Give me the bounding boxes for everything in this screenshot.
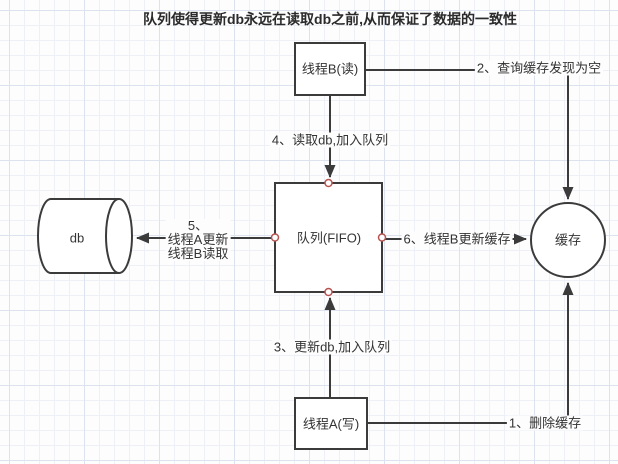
connection-point-left[interactable]: [270, 233, 280, 242]
edge-4-label[interactable]: 4、读取db,加入队列: [269, 132, 391, 148]
connection-point-top[interactable]: [324, 178, 333, 188]
edge-1-label[interactable]: 1、删除缓存: [506, 415, 584, 431]
node-thread-b-label: 线程B(读): [301, 61, 359, 77]
edge-5-label-line2: 线程A更新: [167, 232, 229, 247]
edge-6-label[interactable]: 6、线程B更新缓存: [401, 231, 513, 247]
node-thread-a[interactable]: [294, 397, 368, 450]
edge-2-thread-b-to-cache[interactable]: [365, 69, 574, 200]
node-queue-label: 队列(FIFO): [296, 230, 362, 246]
node-cache[interactable]: [530, 202, 606, 278]
connection-point-right[interactable]: [377, 233, 387, 242]
connection-point-bottom[interactable]: [324, 287, 333, 297]
edge-5-label-line3: 线程B读取: [167, 246, 229, 261]
edge-3-label[interactable]: 3、更新db,加入队列: [271, 339, 393, 355]
node-db-label: db: [69, 230, 85, 246]
edge-5-label[interactable]: 5、 线程A更新 线程B读取: [165, 218, 231, 261]
edge-2-label[interactable]: 2、查询缓存发现为空: [474, 60, 604, 76]
node-cache-label: 缓存: [554, 232, 582, 248]
node-db[interactable]: [37, 198, 133, 274]
edge-1-thread-a-to-cache[interactable]: [367, 282, 574, 424]
node-thread-a-label: 线程A(写): [302, 416, 360, 432]
node-thread-b[interactable]: [294, 42, 366, 96]
edge-5-label-line1: 5、: [187, 218, 209, 233]
diagram-title[interactable]: 队列使得更新db永远在读取db之前,从而保证了数据的一致性: [142, 11, 518, 27]
